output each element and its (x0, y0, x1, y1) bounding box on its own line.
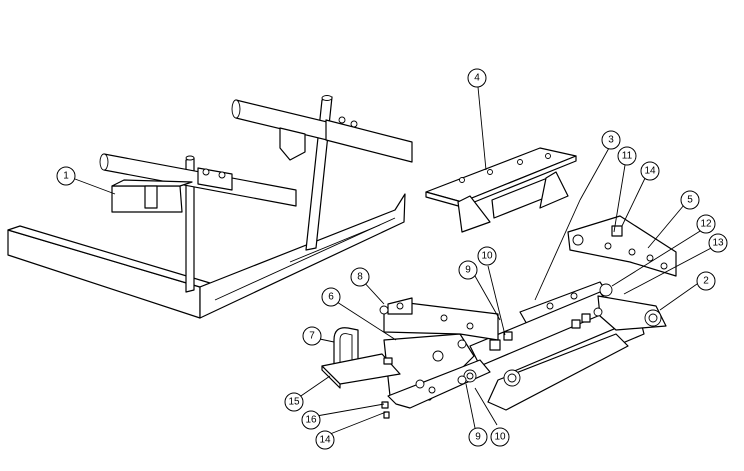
svg-text:9: 9 (465, 265, 471, 276)
svg-text:14: 14 (319, 435, 331, 446)
callout-13: 13 (708, 233, 728, 253)
callout-5: 5 (680, 190, 700, 210)
part-callouts: 1 2 3 4 5 6 7 8 (56, 68, 728, 450)
svg-text:1: 1 (63, 171, 69, 182)
lift-arm-assembly (379, 281, 667, 411)
svg-text:4: 4 (474, 73, 480, 84)
svg-text:14: 14 (644, 166, 656, 177)
callout-1: 1 (56, 166, 76, 186)
callout-4: 4 (467, 68, 487, 88)
svg-text:5: 5 (687, 195, 693, 206)
callout-10-upper: 10 (477, 246, 497, 266)
callout-15: 15 (284, 392, 304, 412)
callout-7: 7 (302, 326, 322, 346)
callout-8: 8 (350, 267, 370, 287)
svg-text:12: 12 (700, 219, 712, 230)
callout-6: 6 (321, 287, 341, 307)
callout-14-lower: 14 (315, 430, 335, 450)
leader-lines (74, 86, 716, 437)
callout-3: 3 (601, 130, 621, 150)
main-frame (7, 95, 413, 319)
callout-2: 2 (696, 271, 716, 291)
svg-text:10: 10 (481, 251, 493, 262)
svg-text:7: 7 (309, 331, 315, 342)
svg-text:3: 3 (608, 135, 614, 146)
svg-text:16: 16 (305, 415, 317, 426)
svg-text:15: 15 (288, 397, 300, 408)
svg-text:11: 11 (622, 151, 633, 162)
u-bolt-and-plate (321, 327, 401, 419)
callout-12: 12 (696, 214, 716, 234)
callout-14-upper: 14 (640, 161, 660, 181)
top-mounting-plate (425, 147, 577, 233)
svg-text:9: 9 (475, 432, 481, 443)
svg-text:8: 8 (357, 272, 363, 283)
callout-10-lower: 10 (490, 427, 510, 447)
svg-text:2: 2 (703, 276, 709, 287)
svg-text:6: 6 (328, 292, 334, 303)
callout-9-lower: 9 (468, 427, 488, 447)
svg-text:13: 13 (712, 238, 724, 249)
svg-text:10: 10 (494, 432, 506, 443)
side-bracket (567, 215, 677, 277)
callout-9-upper: 9 (458, 260, 478, 280)
callout-16: 16 (301, 410, 321, 430)
callout-11: 11 (617, 146, 637, 166)
